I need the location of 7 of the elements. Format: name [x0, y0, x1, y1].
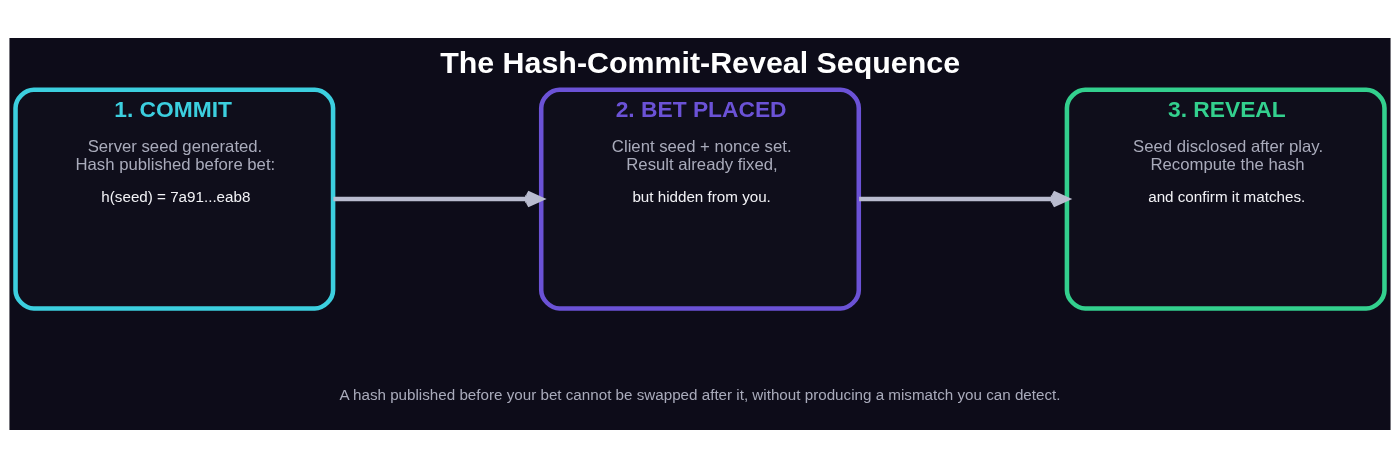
node-box: 1. COMMIT Server seed generated. Hash published before bet: h(seed) = 7a91...eab8	[13, 86, 336, 311]
arrow	[859, 190, 1070, 207]
diagram-title: The Hash-Commit-Reveal Sequence	[440, 44, 961, 79]
node-box: 2. BET PLACED Client seed + nonce set. Result already fixed, but hidden from you.	[538, 86, 862, 311]
node-box: 3. REVEAL Seed disclosed after play. Recompute the hash and confirm it matches.	[1064, 86, 1387, 311]
caption: A hash published before your bet cannot be swapped after it, without producing a mismatch you can detect.	[339, 385, 1061, 403]
arrow	[333, 190, 544, 207]
